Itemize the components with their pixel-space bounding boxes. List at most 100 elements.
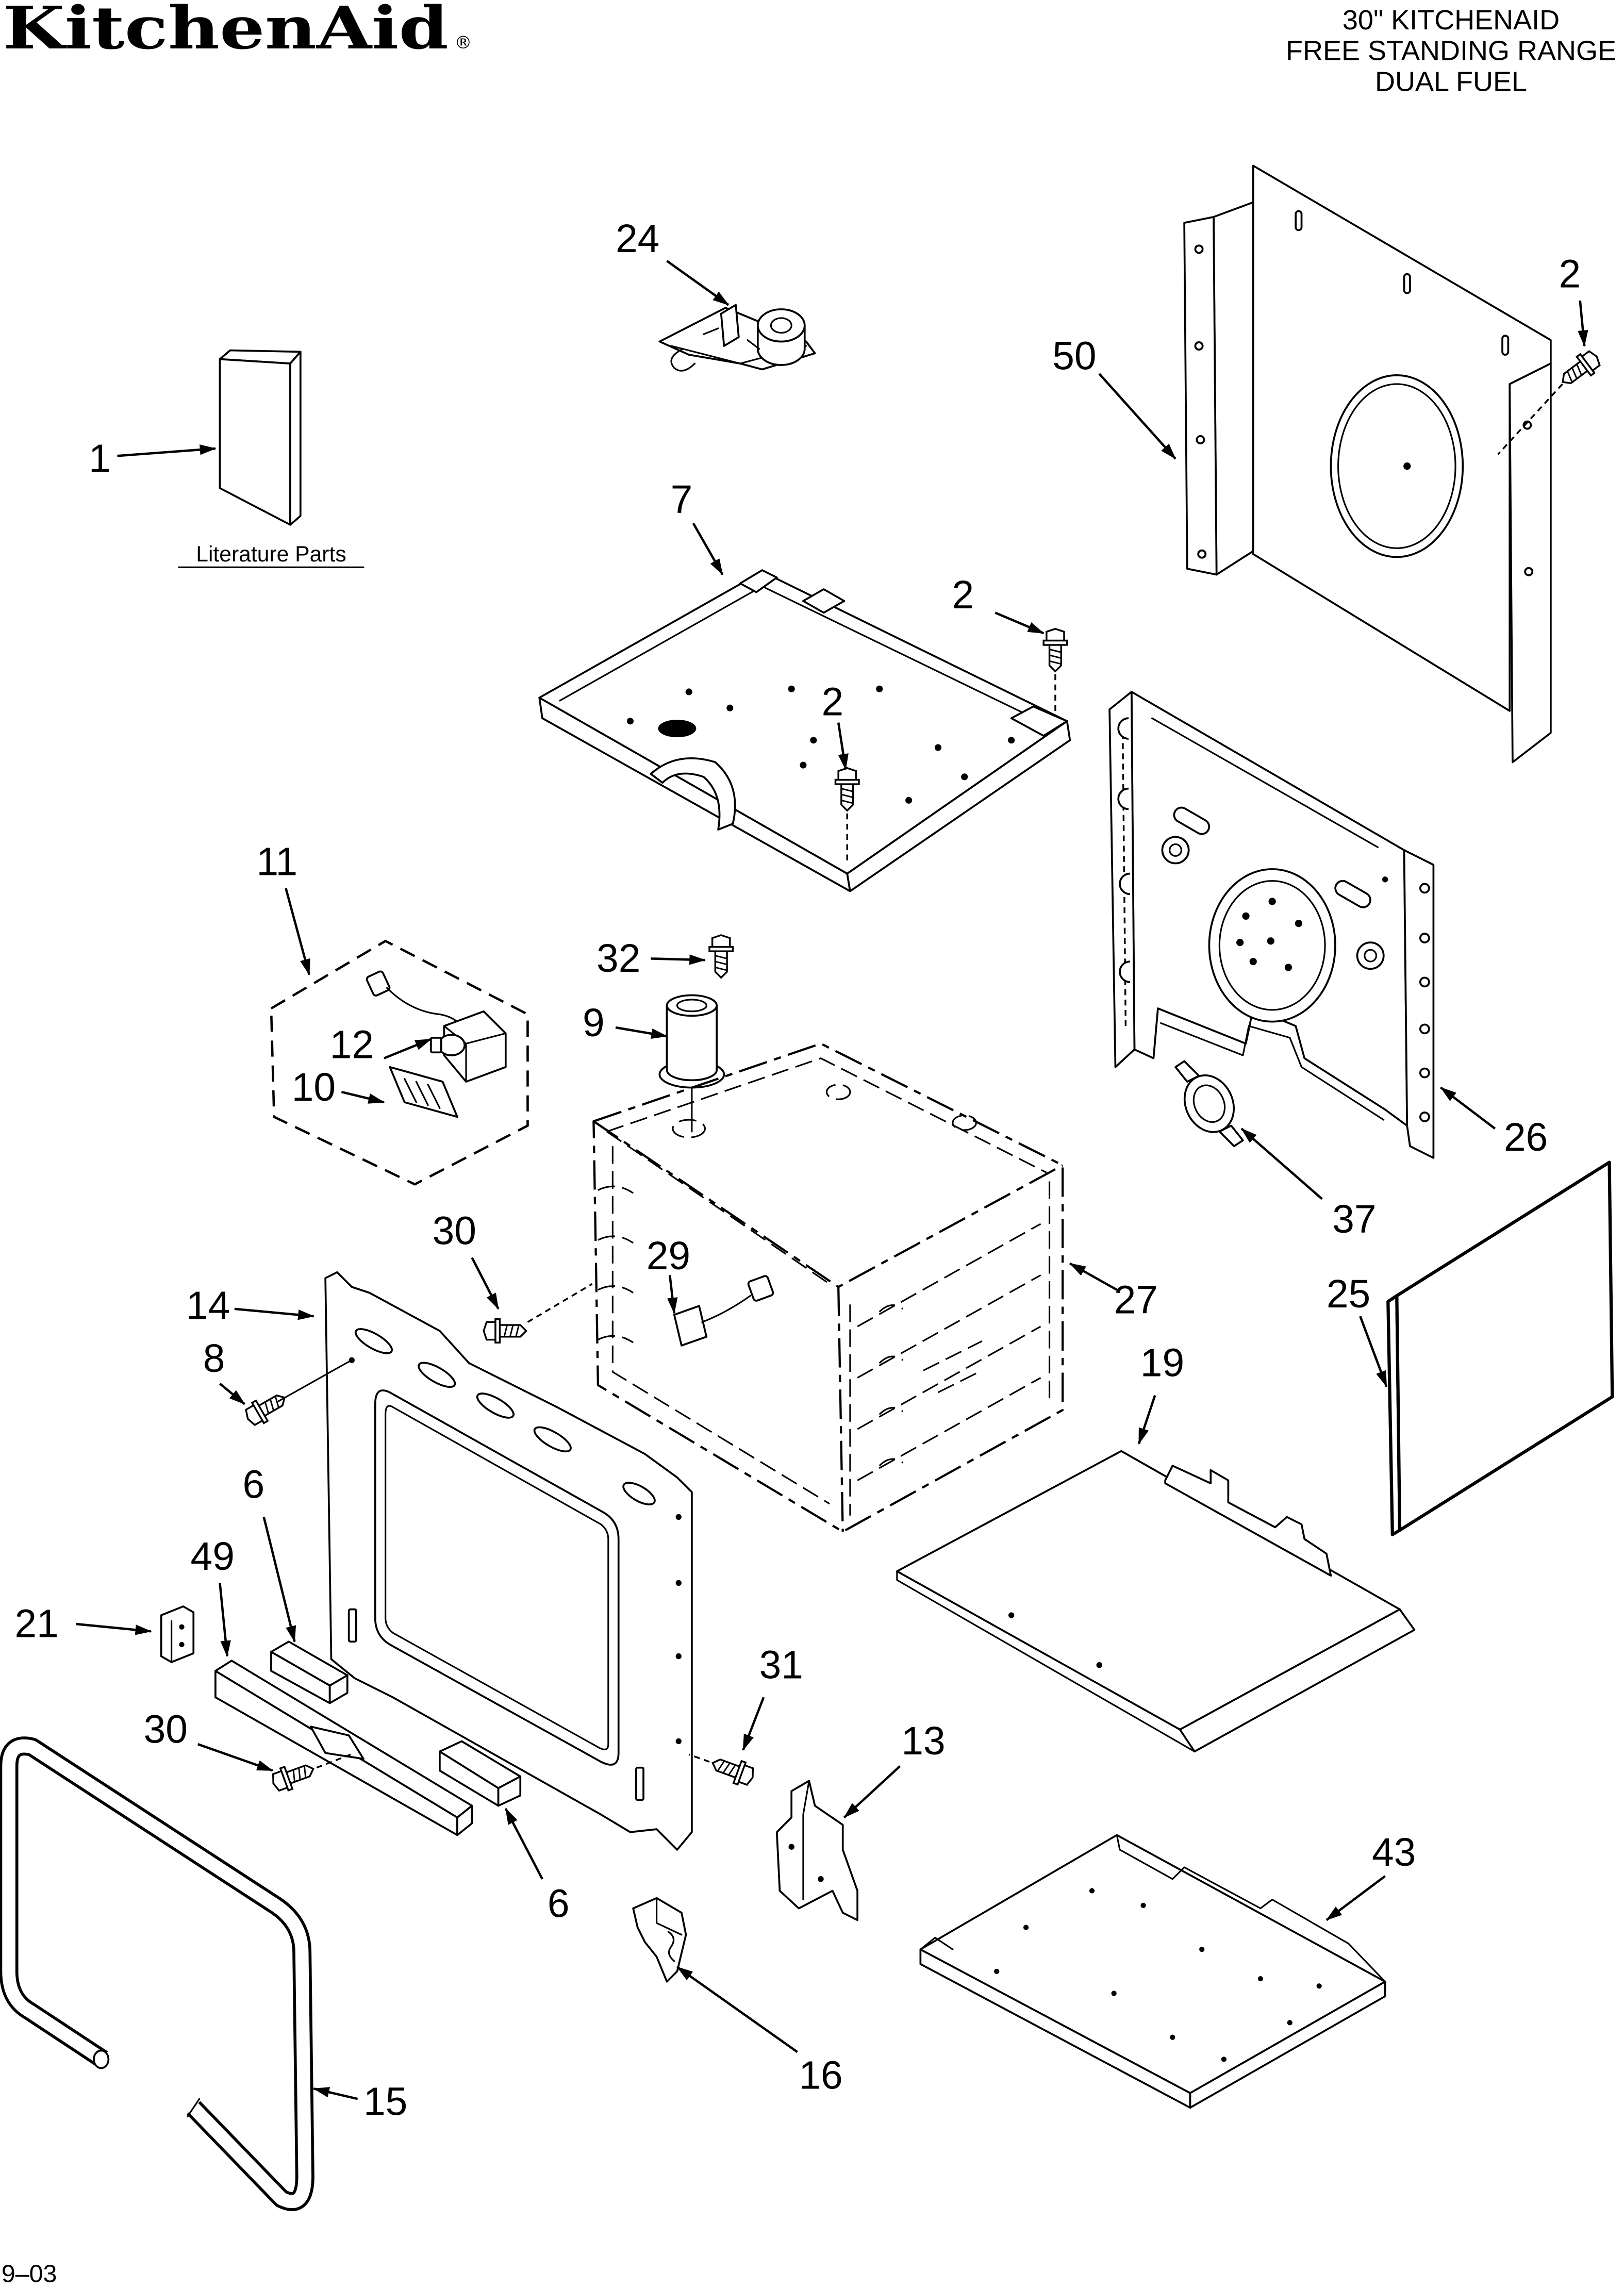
callout-12: 12 — [330, 1023, 374, 1067]
callout-26: 26 — [1504, 1116, 1548, 1159]
callout-6: 6 — [548, 1882, 570, 1926]
callout-37: 37 — [1332, 1198, 1376, 1241]
part-32-screw — [708, 934, 734, 979]
callout-29: 29 — [647, 1234, 690, 1278]
callout-arrow — [676, 1966, 798, 2053]
callout-arrow — [1578, 300, 1588, 347]
callout-arrow — [285, 888, 311, 976]
part-10-lens — [389, 1066, 458, 1118]
callout-arrow — [843, 1765, 901, 1819]
callout-31: 31 — [759, 1643, 803, 1687]
callout-arrow — [219, 1583, 231, 1657]
part-37-thermostat — [1174, 1060, 1244, 1148]
model-title: 30" KITCHENAID FREE STANDING RANGE DUAL … — [1286, 5, 1616, 97]
part-30-screw — [483, 1318, 527, 1344]
part-1-literature — [219, 349, 302, 526]
part-11-light-kit — [270, 939, 529, 1186]
part-21-bracket — [160, 1605, 195, 1663]
callout-arrow — [1240, 1128, 1323, 1200]
title-line-3: DUAL FUEL — [1375, 66, 1527, 97]
part-27-oven-cavity — [592, 1042, 1064, 1533]
callout-21: 21 — [14, 1602, 58, 1646]
callout-43: 43 — [1372, 1831, 1416, 1875]
callout-arrow — [1098, 373, 1176, 460]
callout-2: 2 — [952, 573, 974, 617]
registered-mark: ® — [454, 32, 472, 53]
callout-arrow — [1137, 1395, 1156, 1445]
callout-arrow — [471, 1257, 500, 1310]
part-2-screw — [1042, 627, 1068, 672]
part-26-rear-panel — [1108, 691, 1435, 1159]
callout-16: 16 — [799, 2053, 842, 2097]
callout-arrow — [504, 1808, 543, 1880]
part-29-socket — [673, 1275, 774, 1347]
callout-arrow — [666, 260, 730, 306]
callout-24: 24 — [616, 217, 659, 261]
part-30-screw — [268, 1756, 319, 1796]
callout-arrow — [219, 1383, 246, 1405]
callout-arrow — [742, 1697, 765, 1751]
literature-parts-label: Literature Parts — [178, 542, 364, 568]
part-9-insulator — [658, 994, 725, 1133]
callout-arrows — [76, 260, 1588, 2100]
callout-30: 30 — [433, 1209, 476, 1253]
callout-8: 8 — [203, 1337, 225, 1381]
callout-arrow — [262, 1516, 296, 1643]
part-12-bulb — [429, 1034, 466, 1056]
callout-arrow — [1069, 1262, 1118, 1291]
brand-wordmark: KitchenAid — [3, 0, 449, 62]
title-line-1: 30" KITCHENAID — [1343, 5, 1560, 36]
callout-arrow — [692, 522, 724, 575]
callout-arrow — [341, 1090, 385, 1104]
callout-14: 14 — [186, 1284, 230, 1328]
part-8-screw — [241, 1386, 292, 1430]
brand-logo: KitchenAid ® — [3, 0, 472, 62]
callout-1: 1 — [89, 437, 111, 481]
callout-13: 13 — [901, 1719, 945, 1763]
callout-11: 11 — [256, 840, 297, 884]
part-25-side-panel — [1386, 1160, 1614, 1536]
part-24-motor-bracket — [658, 304, 816, 372]
part-19-shield — [896, 1450, 1416, 1753]
callout-arrow — [615, 1026, 668, 1039]
part-6-block — [439, 1740, 522, 1807]
callout-arrow — [234, 1307, 314, 1320]
callout-arrow — [651, 954, 706, 965]
callout-arrow — [995, 611, 1045, 635]
callout-arrow — [197, 1743, 274, 1772]
callout-2: 2 — [821, 680, 843, 724]
callout-arrow — [312, 2087, 358, 2100]
part-14-front-frame — [324, 1271, 693, 1851]
part-31-screw — [707, 1751, 758, 1789]
callout-49: 49 — [191, 1535, 235, 1579]
title-line-2: FREE STANDING RANGE — [1286, 36, 1616, 67]
callout-27: 27 — [1114, 1278, 1158, 1322]
callout-2: 2 — [1559, 252, 1581, 296]
part-16-bracket — [632, 1897, 687, 1983]
callout-arrow — [1359, 1316, 1388, 1388]
callout-arrow — [1325, 1875, 1386, 1921]
date-code: 9–03 — [2, 2260, 57, 2288]
callout-arrow — [1440, 1086, 1496, 1130]
part-6-block — [270, 1640, 349, 1704]
callout-10: 10 — [292, 1066, 336, 1109]
callout-arrow — [837, 722, 849, 771]
callout-arrow — [667, 1275, 678, 1314]
callout-50: 50 — [1052, 334, 1096, 378]
callout-7: 7 — [671, 478, 693, 522]
part-43-bottom-plate — [919, 1834, 1386, 2109]
callout-arrow — [76, 1622, 152, 1635]
callout-6: 6 — [242, 1463, 264, 1507]
callout-numbers: 24 2 50 1 7 2 2 11 32 9 12 10 26 37 30 2… — [14, 217, 1581, 2124]
part-7-plate — [538, 569, 1071, 892]
callout-arrow — [383, 1038, 432, 1059]
literature-parts-text: Literature Parts — [196, 542, 346, 567]
part-15-gasket — [0, 1736, 314, 2211]
callout-9: 9 — [583, 1001, 605, 1045]
part-50-panel — [1183, 164, 1552, 764]
callout-30: 30 — [144, 1707, 188, 1751]
callout-15: 15 — [363, 2080, 407, 2124]
callout-25: 25 — [1327, 1272, 1370, 1316]
callout-arrow — [117, 444, 217, 457]
